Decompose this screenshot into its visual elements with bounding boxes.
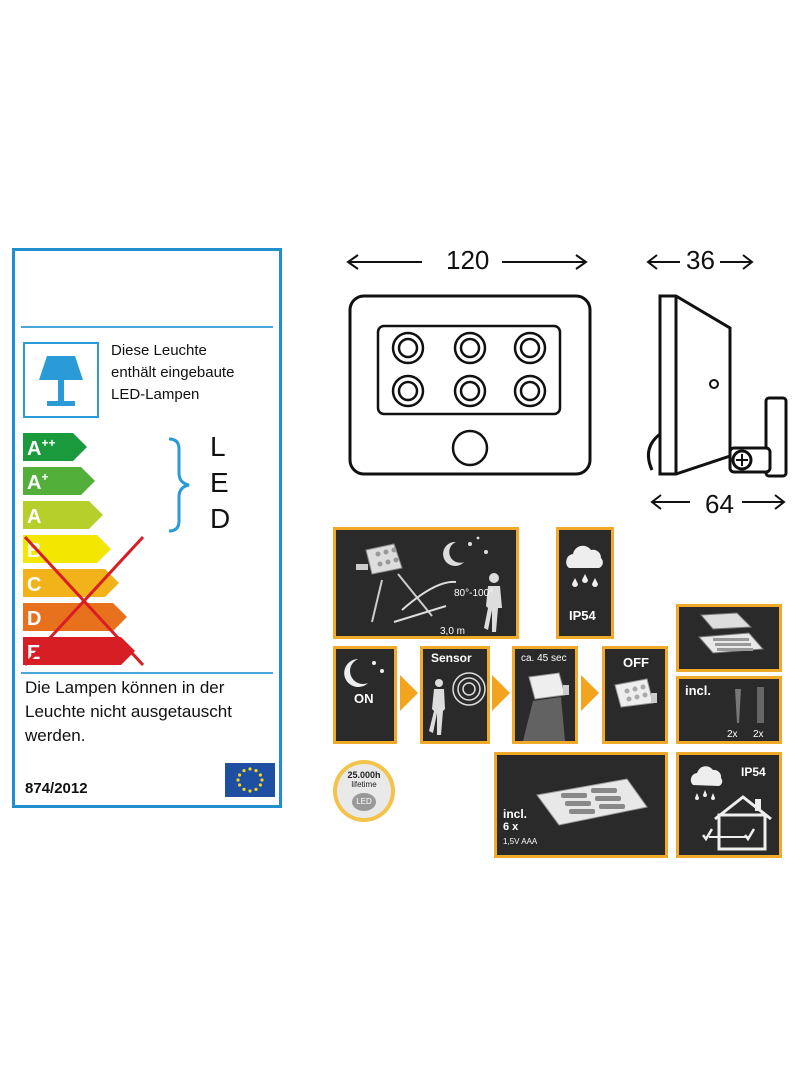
- sensor-range-tile: 80°-100° 3,0 m: [333, 527, 519, 639]
- class-arrow-d: [23, 603, 127, 631]
- lamp-off-icon: [614, 678, 657, 708]
- curly-brace-icon: [168, 437, 190, 533]
- sensor-tile: Sensor: [420, 646, 490, 744]
- incl-label: incl.: [685, 683, 712, 698]
- sensor-circle: [451, 429, 489, 467]
- table-lamp-icon: [39, 356, 83, 406]
- lifetime-value: 25.000h: [347, 770, 381, 780]
- class-arrow-b: [23, 535, 111, 563]
- lamp-text-line: LED-Lampen: [111, 386, 200, 403]
- dowel-quantity: 2x: [753, 729, 764, 740]
- detection-range: 3,0 m: [440, 626, 465, 636]
- moon-icon: [443, 541, 464, 566]
- check-icon: [744, 828, 756, 842]
- battery-compartment-icon: [697, 612, 765, 654]
- battery-count: 6 x: [503, 821, 519, 833]
- battery-pack-icon: [536, 778, 648, 826]
- check-icon: [702, 828, 714, 842]
- dimension-depth: 36: [686, 245, 715, 275]
- delay-tile: ca. 45 sec: [512, 646, 578, 744]
- moon-stars-icon: [344, 659, 384, 687]
- led-letter: E: [210, 467, 230, 498]
- lamp-description: Diese Leuchte enthält eingebaute LED-Lam…: [111, 340, 234, 406]
- step-arrow-icon: [492, 675, 510, 711]
- screws-dowels-icon: [735, 687, 764, 723]
- class-arrow-e: [23, 637, 135, 665]
- rain-cloud-icon: [566, 545, 603, 587]
- divider: [21, 672, 273, 674]
- battery-type: 1,5V AAA: [503, 837, 538, 846]
- led-letter: D: [210, 503, 232, 534]
- class-label: D: [27, 608, 41, 630]
- class-arrow-a-plus-plus: [23, 433, 87, 461]
- sensor-detection-icon: [429, 672, 486, 735]
- person-icon: [489, 573, 499, 583]
- class-label: A: [27, 506, 41, 528]
- lamp-icon-box: [23, 342, 99, 418]
- off-label: OFF: [623, 655, 649, 670]
- side-view: [646, 294, 788, 478]
- led-bulb-icon: LED: [352, 793, 376, 811]
- regulation-number: 874/2012: [25, 780, 88, 797]
- sensor-label: Sensor: [431, 651, 472, 665]
- lifetime-label: lifetime: [351, 780, 377, 789]
- energy-label: Diese Leuchte enthält eingebaute LED-Lam…: [12, 248, 282, 808]
- night-on-tile: ON: [333, 646, 397, 744]
- lamp-lit-icon: [523, 672, 569, 741]
- dimension-width: 120: [446, 245, 490, 275]
- battery-incl-label: incl.: [503, 807, 528, 821]
- cross-line: [23, 535, 145, 667]
- class-arrow-a: [23, 501, 103, 529]
- house-rain-icon: [690, 766, 772, 851]
- ip-rating-label-2: IP54: [741, 765, 766, 779]
- outdoor-indoor-tile: IP54: [676, 752, 782, 858]
- lifetime-badge: 25.000h lifetime LED: [333, 760, 395, 822]
- step-arrow-icon: [400, 675, 418, 711]
- eu-flag-icon: [225, 763, 275, 797]
- on-label: ON: [354, 691, 374, 706]
- detection-angle: 80°-100°: [454, 588, 493, 599]
- class-label: C: [27, 574, 41, 596]
- energy-class-scale: A++ A+ A B C D E: [23, 433, 145, 667]
- delay-label: ca. 45 sec: [521, 653, 567, 664]
- motion-detection-illustration: 80°-100° 3,0 m: [356, 536, 502, 636]
- ip-rating-label: IP54: [569, 608, 596, 623]
- step-arrow-icon: [581, 675, 599, 711]
- replaceable-notice: Die Lampen können in der Leuchte nicht a…: [25, 678, 232, 745]
- class-label: B: [27, 540, 41, 562]
- led-letter: L: [210, 431, 227, 462]
- divider: [21, 326, 273, 328]
- class-arrow-a-plus: [23, 467, 95, 495]
- lamp-text-line: Diese Leuchte: [111, 342, 207, 359]
- ip-rating-tile: IP54: [556, 527, 614, 639]
- dimension-bracket: 64: [705, 489, 734, 519]
- battery-compartment-tile: [676, 604, 782, 672]
- batteries-tile: incl. 6 x 1,5V AAA: [494, 752, 668, 858]
- mounting-kit-tile: incl. 2x 2x: [676, 676, 782, 744]
- off-tile: OFF: [602, 646, 668, 744]
- screw-quantity: 2x: [727, 729, 738, 740]
- dimension-drawing: [346, 254, 788, 510]
- lamp-text-line: enthält eingebaute: [111, 364, 235, 381]
